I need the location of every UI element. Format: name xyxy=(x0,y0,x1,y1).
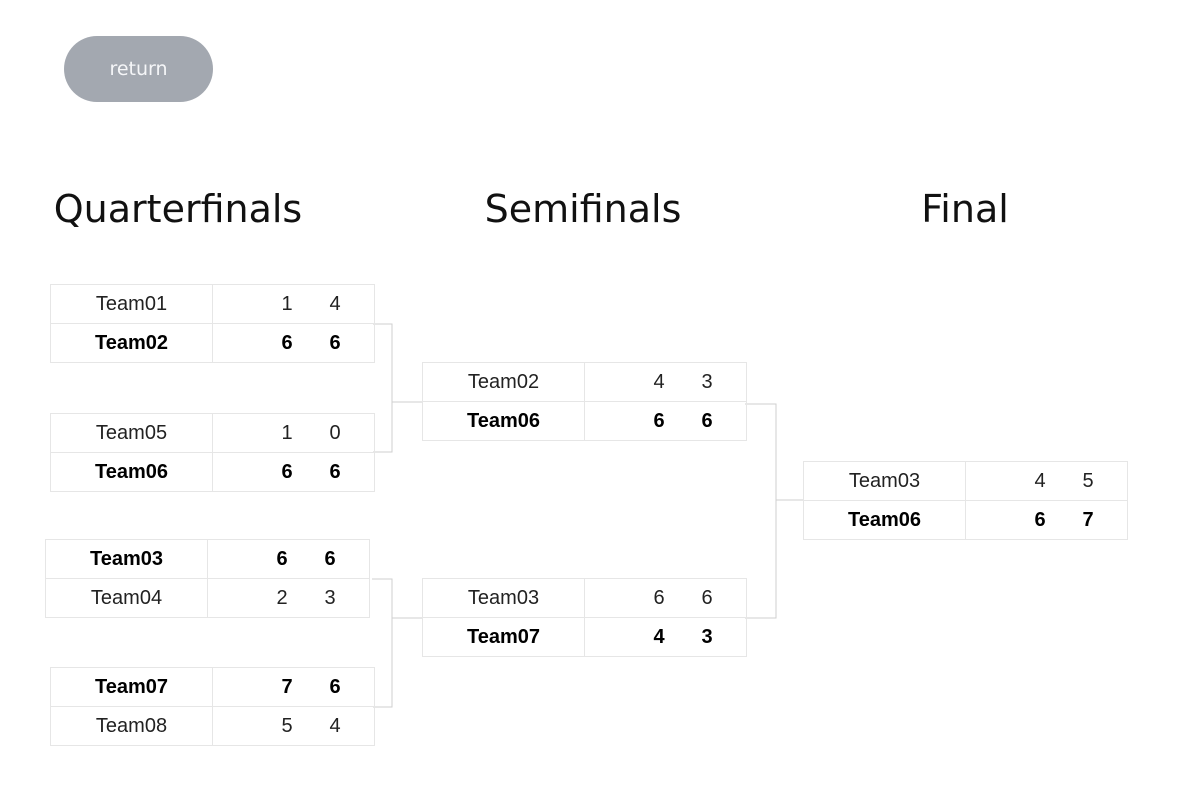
set-score-1: 5 xyxy=(281,715,293,737)
team-name: Team02 xyxy=(51,324,213,362)
set-score-2: 6 xyxy=(329,676,341,698)
set-score-2: 4 xyxy=(329,293,341,315)
set-score-1: 1 xyxy=(281,422,293,444)
set-score-1: 6 xyxy=(281,461,293,483)
set-score-2: 6 xyxy=(329,461,341,483)
set-score-1: 6 xyxy=(281,332,293,354)
set-score-2: 6 xyxy=(701,410,713,432)
team-name: Team07 xyxy=(423,618,585,656)
team-name: Team03 xyxy=(46,540,208,578)
set-score-2: 3 xyxy=(701,371,713,393)
set-score-2: 6 xyxy=(324,548,336,570)
set-score-1: 6 xyxy=(653,410,665,432)
set-score-1: 7 xyxy=(281,676,293,698)
team-name: Team02 xyxy=(423,363,585,401)
team-name: Team06 xyxy=(51,453,213,491)
set-score-2: 3 xyxy=(324,587,336,609)
set-score-2: 5 xyxy=(1082,470,1094,492)
set-score-2: 0 xyxy=(329,422,341,444)
set-score-2: 6 xyxy=(701,587,713,609)
team-name: Team03 xyxy=(423,579,585,617)
set-score-2: 7 xyxy=(1082,509,1094,531)
set-score-2: 4 xyxy=(329,715,341,737)
set-score-1: 4 xyxy=(1034,470,1046,492)
round-title-quarterfinals: Quarterfinals xyxy=(53,187,303,231)
set-score-2: 3 xyxy=(701,626,713,648)
team-name: Team03 xyxy=(804,462,966,500)
team-name: Team05 xyxy=(51,414,213,452)
team-name: Team06 xyxy=(423,402,585,440)
set-score-1: 6 xyxy=(653,587,665,609)
set-score-1: 4 xyxy=(653,626,665,648)
round-title-final: Final xyxy=(921,187,1009,231)
team-name: Team07 xyxy=(51,668,213,706)
set-score-1: 6 xyxy=(1034,509,1046,531)
round-title-semifinals: Semifinals xyxy=(484,187,682,231)
team-name: Team06 xyxy=(804,501,966,539)
team-name: Team01 xyxy=(51,285,213,323)
return-button[interactable]: return xyxy=(64,36,213,102)
set-score-1: 1 xyxy=(281,293,293,315)
set-score-2: 6 xyxy=(329,332,341,354)
set-score-1: 4 xyxy=(653,371,665,393)
set-score-1: 2 xyxy=(276,587,288,609)
team-name: Team08 xyxy=(51,707,213,745)
team-name: Team04 xyxy=(46,579,208,617)
set-score-1: 6 xyxy=(276,548,288,570)
